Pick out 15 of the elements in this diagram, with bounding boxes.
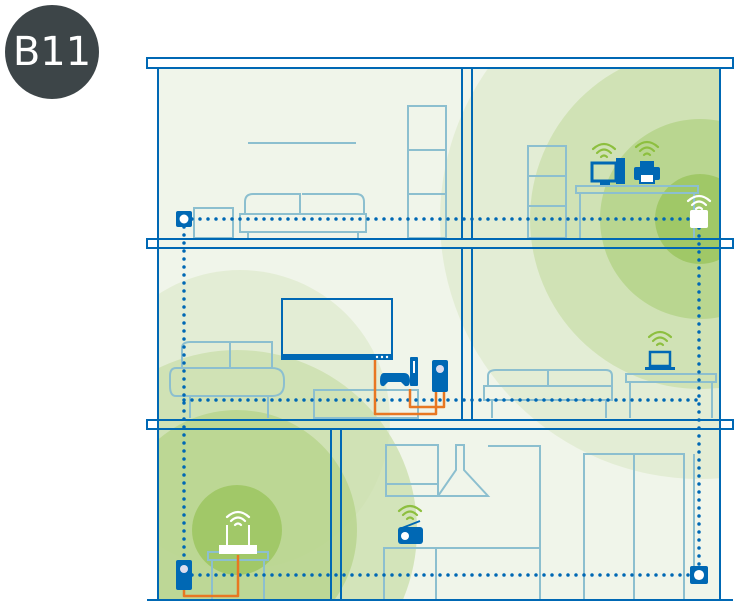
router-icon xyxy=(219,525,257,555)
cable-line xyxy=(408,389,446,408)
dotted-line xyxy=(697,226,701,568)
powerline-adapter-icon xyxy=(176,211,192,227)
dotted-line xyxy=(190,573,692,577)
powerline-adapter-icon xyxy=(432,360,448,392)
cable-line xyxy=(374,360,438,416)
powerline-adapter-icon xyxy=(690,566,708,584)
cable-line xyxy=(182,555,240,598)
game-console-icon xyxy=(380,357,420,389)
dotted-line xyxy=(190,217,692,221)
step-badge: B11 xyxy=(5,5,99,99)
powerline-adapter-icon xyxy=(176,560,192,590)
television-icon xyxy=(281,298,393,360)
wifi-adapter-icon xyxy=(690,210,708,228)
